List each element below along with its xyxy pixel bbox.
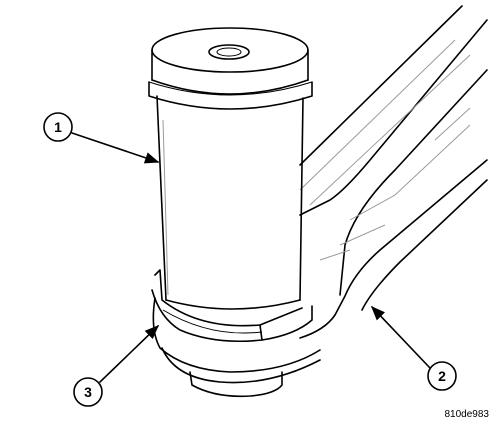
- callout-3: 3: [73, 324, 160, 407]
- filter-canister: [148, 27, 313, 310]
- frame-arm: [299, 5, 488, 339]
- callout-2-number: 2: [438, 368, 446, 384]
- callout-1-arrow: [71, 132, 160, 164]
- figure-id: 810de983: [445, 409, 490, 420]
- callout-1: 1: [43, 112, 160, 164]
- retaining-strap: [151, 269, 313, 342]
- callout-3-number: 3: [84, 384, 92, 400]
- callout-1-number: 1: [54, 119, 62, 135]
- callout-2-arrow: [371, 305, 431, 369]
- bracket-base: [152, 297, 321, 398]
- callout-3-arrow: [99, 324, 160, 383]
- callout-2: 2: [371, 305, 457, 391]
